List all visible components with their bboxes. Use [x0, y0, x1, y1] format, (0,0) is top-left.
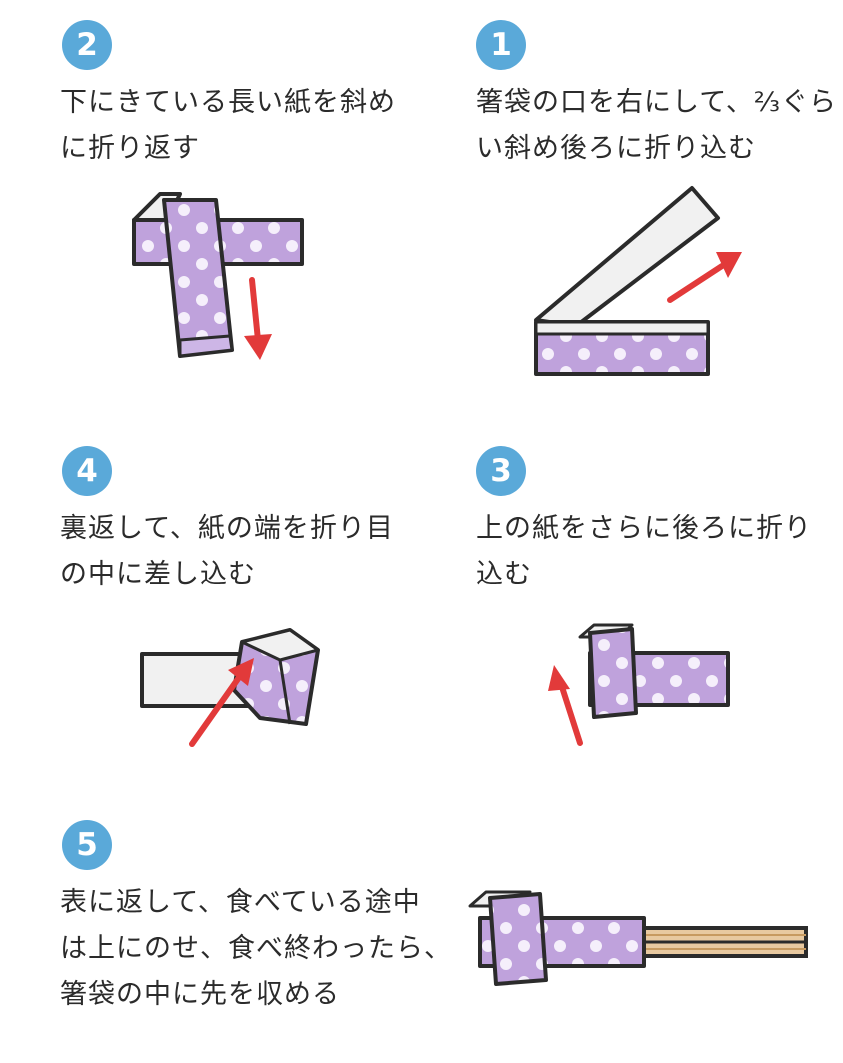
step-3-illustration [548, 623, 730, 746]
paper-strip [534, 186, 720, 328]
step-1-badge: 1 [476, 20, 526, 70]
arrow-up-right-icon [228, 658, 254, 686]
arrow-down-icon [244, 334, 272, 360]
step-4-badge: 4 [62, 446, 112, 496]
arrow-up-icon [548, 665, 570, 691]
step-1-illustration [534, 186, 742, 376]
step-3-text: 上の紙をさらに後ろに折り 込む [476, 513, 812, 590]
arrow-up-right-icon [716, 252, 742, 278]
step-1-text: 箸袋の口を右にして、⅔ぐら い斜め後ろに折り込む [476, 87, 838, 164]
step-2-text: 下にきている長い紙を斜め に折り返す [60, 87, 396, 164]
step-2-illustration [132, 192, 304, 360]
step-5-text: 表に返して、食べている途中 は上にのせ、食べ終わったら、 箸袋の中に先を収める [60, 887, 452, 1010]
paper-knot [488, 892, 548, 986]
step-2-badge: 2 [62, 20, 112, 70]
step-5-illustration [468, 890, 808, 986]
step-4-text: 裏返して、紙の端を折り目 の中に差し込む [60, 513, 394, 590]
paper-fold [588, 627, 638, 719]
step-3-badge: 3 [476, 446, 526, 496]
step-4-illustration [140, 628, 320, 747]
step-5-badge: 5 [62, 820, 112, 870]
